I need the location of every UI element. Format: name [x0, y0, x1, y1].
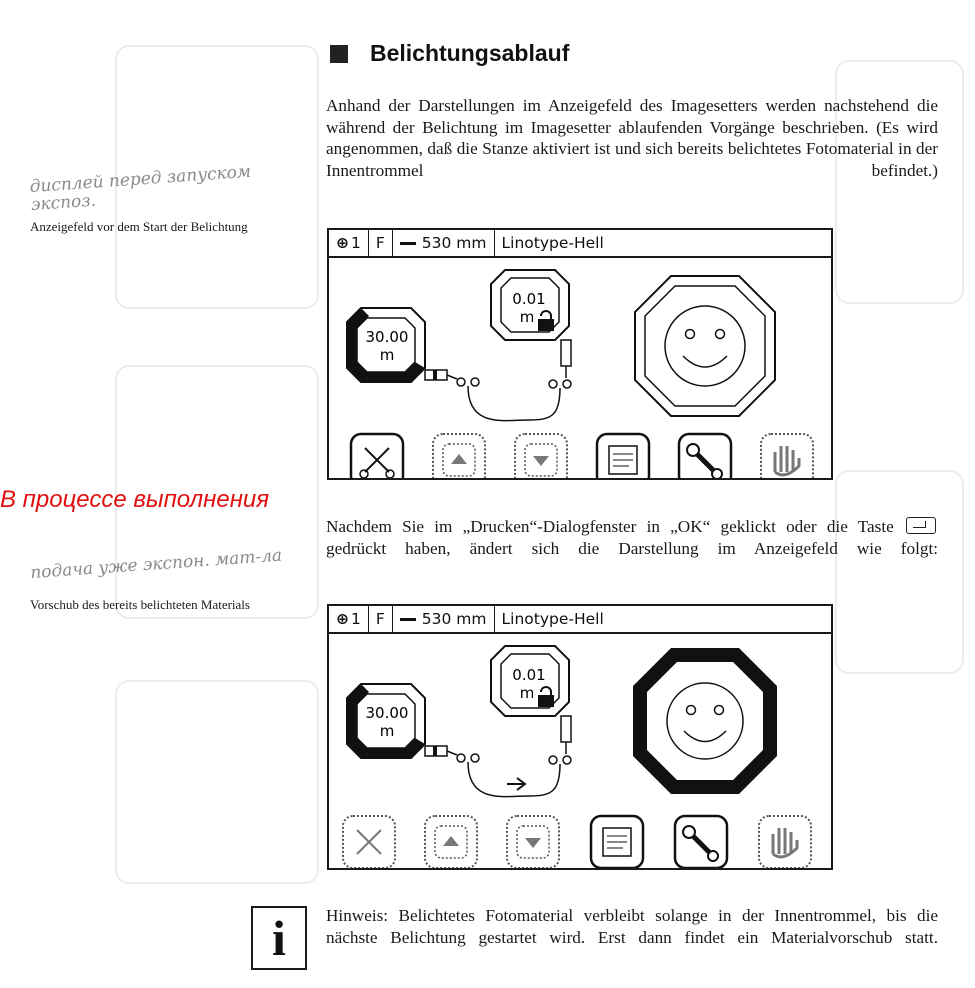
cut-icon[interactable] — [349, 432, 405, 478]
takeup-value: 0.01 — [512, 290, 545, 308]
wrench-icon[interactable] — [677, 432, 733, 478]
queue-count: 1 — [351, 234, 361, 252]
lock-icon — [538, 310, 554, 331]
heading-square-icon — [330, 44, 348, 63]
section-heading: Belichtungsablauf — [330, 40, 569, 67]
caption-before-exposure: Anzeigefeld vor dem Start der Belichtung — [30, 219, 248, 234]
material-width: 530 mm — [393, 230, 495, 256]
queue-icon: ⊕ — [336, 610, 349, 628]
device-name: Linotype-Hell — [501, 234, 604, 252]
show-through-frame — [115, 365, 319, 619]
material-path — [446, 366, 572, 422]
intro-paragraph: Anhand der Darstellungen im Anzeigefeld … — [326, 96, 938, 180]
mode-indicator: F — [369, 230, 393, 256]
heading-text: Belichtungsablauf — [370, 40, 570, 66]
show-through-frame — [115, 45, 319, 309]
takeup-value: 0.01 — [512, 666, 545, 684]
lock-icon — [538, 686, 554, 707]
feed-arrow-icon — [507, 777, 527, 791]
panel-graphics: 30.00 m 0.01 m — [346, 269, 814, 478]
queue-icon: ⊕ — [336, 234, 349, 252]
feed-down-icon[interactable] — [514, 433, 568, 478]
takeup-cassette: 0.01 m — [490, 645, 572, 743]
show-through-frame — [835, 470, 964, 674]
supply-value: 30.00 — [366, 328, 409, 346]
show-through-frame — [835, 60, 964, 304]
document-icon[interactable] — [595, 432, 651, 478]
toolbar — [342, 814, 812, 868]
feed-up-icon[interactable] — [424, 815, 478, 868]
takeup-unit: m — [520, 308, 535, 326]
after-print-paragraph: Nachdem Sie im „Drucken“-Dialogfenster i… — [326, 517, 938, 558]
supply-cassette: 30.00 m — [346, 307, 448, 383]
wrench-icon[interactable] — [673, 814, 729, 868]
supply-unit: m — [380, 346, 395, 364]
feed-down-icon[interactable] — [506, 815, 560, 868]
drum-icon — [634, 275, 776, 417]
toolbar — [349, 432, 814, 478]
in-progress-annotation: В процессе выполнения — [0, 486, 270, 513]
mode-indicator: F — [369, 606, 393, 632]
panel-graphics: 30.00 m 0.01 m — [342, 645, 812, 868]
cut-icon[interactable] — [342, 815, 396, 868]
enter-key-icon — [906, 517, 937, 534]
material-width: 530 mm — [393, 606, 495, 632]
queue-indicator: ⊕1 — [329, 606, 369, 632]
takeup-cassette: 0.01 m — [490, 269, 572, 367]
status-bar: ⊕1 F 530 mm Linotype-Hell — [329, 230, 831, 258]
material-path — [446, 742, 572, 798]
queue-indicator: ⊕1 — [329, 230, 369, 256]
supply-unit: m — [380, 722, 395, 740]
hand-icon[interactable] — [758, 815, 812, 868]
device-name: Linotype-Hell — [501, 610, 604, 628]
feed-up-icon[interactable] — [432, 433, 486, 478]
caption-material-feed: Vorschub des bereits belichteten Materia… — [30, 597, 250, 612]
supply-value: 30.00 — [366, 704, 409, 722]
display-panel-before: ⊕1 F 530 mm Linotype-Hell 30.00 m 0.01 m — [327, 228, 833, 480]
drum-icon-active — [633, 648, 777, 794]
takeup-unit: m — [520, 684, 535, 702]
note-paragraph: Hinweis: Belichtetes Fotomaterial verble… — [326, 906, 938, 947]
status-bar: ⊕1 F 530 mm Linotype-Hell — [329, 606, 831, 634]
supply-cassette: 30.00 m — [346, 683, 448, 759]
hand-icon[interactable] — [760, 433, 814, 478]
width-icon — [399, 617, 416, 621]
width-icon — [399, 241, 416, 245]
info-icon: i — [251, 906, 307, 970]
display-panel-feed: ⊕1 F 530 mm Linotype-Hell 30.00 m 0.01 m — [327, 604, 833, 870]
queue-count: 1 — [351, 610, 361, 628]
show-through-frame — [115, 680, 319, 884]
document-icon[interactable] — [589, 814, 645, 868]
